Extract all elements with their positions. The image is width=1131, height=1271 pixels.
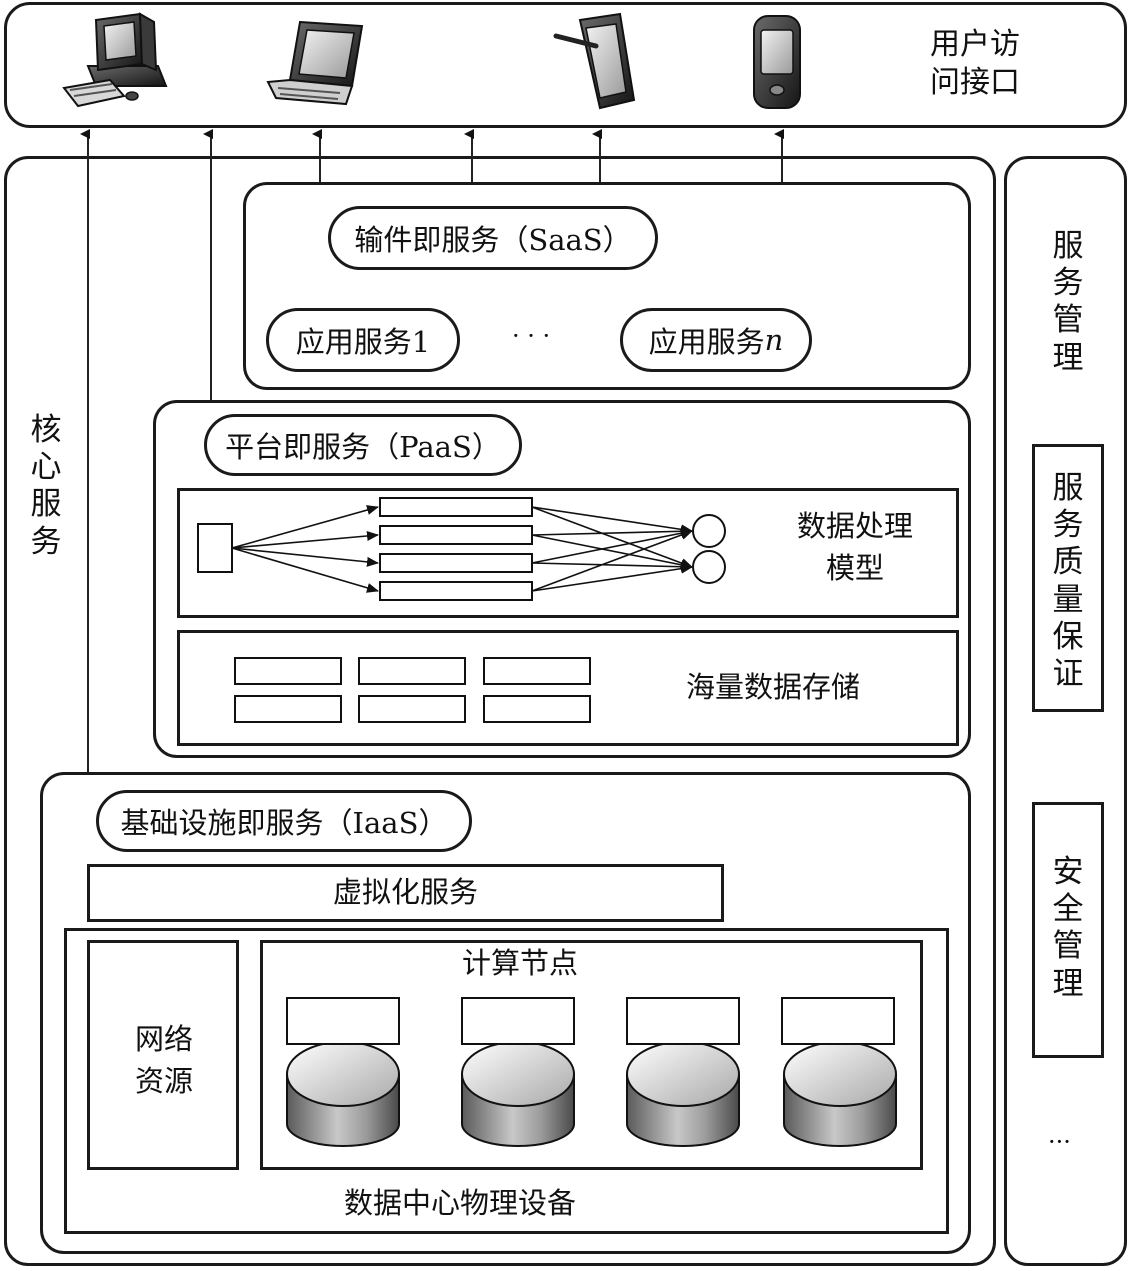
management-more-ellipsis: ···: [1048, 1128, 1071, 1156]
input-node: [197, 523, 233, 573]
qos-label: 服务质量保证: [1052, 470, 1084, 692]
compute-nodes-label: 计算节点: [462, 946, 579, 980]
output-node-2: [692, 550, 726, 584]
saas-title: 输件即服务（SaaS）: [328, 206, 658, 270]
laptop-icon: [266, 20, 364, 106]
compute-node-2: [461, 997, 575, 1147]
qos-box: [1032, 444, 1104, 712]
storage-block-2: [358, 657, 466, 685]
compute-node-4: [781, 997, 897, 1147]
compute-node-3: [626, 997, 740, 1147]
data-processing-model-box: [177, 488, 959, 618]
mass-storage-box: [177, 630, 959, 746]
app-service-n-variable: n: [764, 323, 784, 357]
smartphone-icon: [753, 15, 801, 109]
tablet-stylus-icon: [553, 12, 636, 110]
app-service-1: 应用服务1: [266, 308, 460, 372]
security-management-label: 安全管理: [1052, 854, 1084, 1002]
datacenter-physical-equipment-label: 数据中心物理设备: [344, 1186, 577, 1220]
compute-node-1: [286, 997, 400, 1147]
virtualization-service-label: 虚拟化服务: [332, 875, 478, 910]
security-management-box: [1032, 802, 1104, 1058]
data-processing-model-label: 数据处理模型: [796, 509, 913, 585]
app-service-ellipsis: · · ·: [512, 322, 551, 350]
network-resources-label: 网络资源: [134, 1022, 193, 1098]
storage-block-6: [483, 695, 591, 723]
storage-block-3: [483, 657, 591, 685]
storage-block-5: [358, 695, 466, 723]
desktop-computer-icon: [62, 12, 168, 108]
iaas-title: 基础设施即服务（IaaS）: [96, 790, 472, 852]
service-management-label: 服务管理: [1052, 228, 1084, 376]
core-services-label: 核心服务: [30, 412, 62, 560]
user-access-layer: [4, 2, 1127, 128]
storage-block-1: [234, 657, 342, 685]
user-access-interface-label: 用户访问接口: [930, 27, 1020, 100]
paas-title: 平台即服务（PaaS）: [204, 414, 522, 476]
network-resources: [87, 940, 239, 1170]
app-service-n-prefix: 应用服务: [648, 325, 765, 359]
output-node-1: [692, 514, 726, 548]
virtualization-service: 虚拟化服务: [87, 864, 724, 922]
storage-block-4: [234, 695, 342, 723]
mass-storage-label: 海量数据存储: [686, 670, 861, 704]
